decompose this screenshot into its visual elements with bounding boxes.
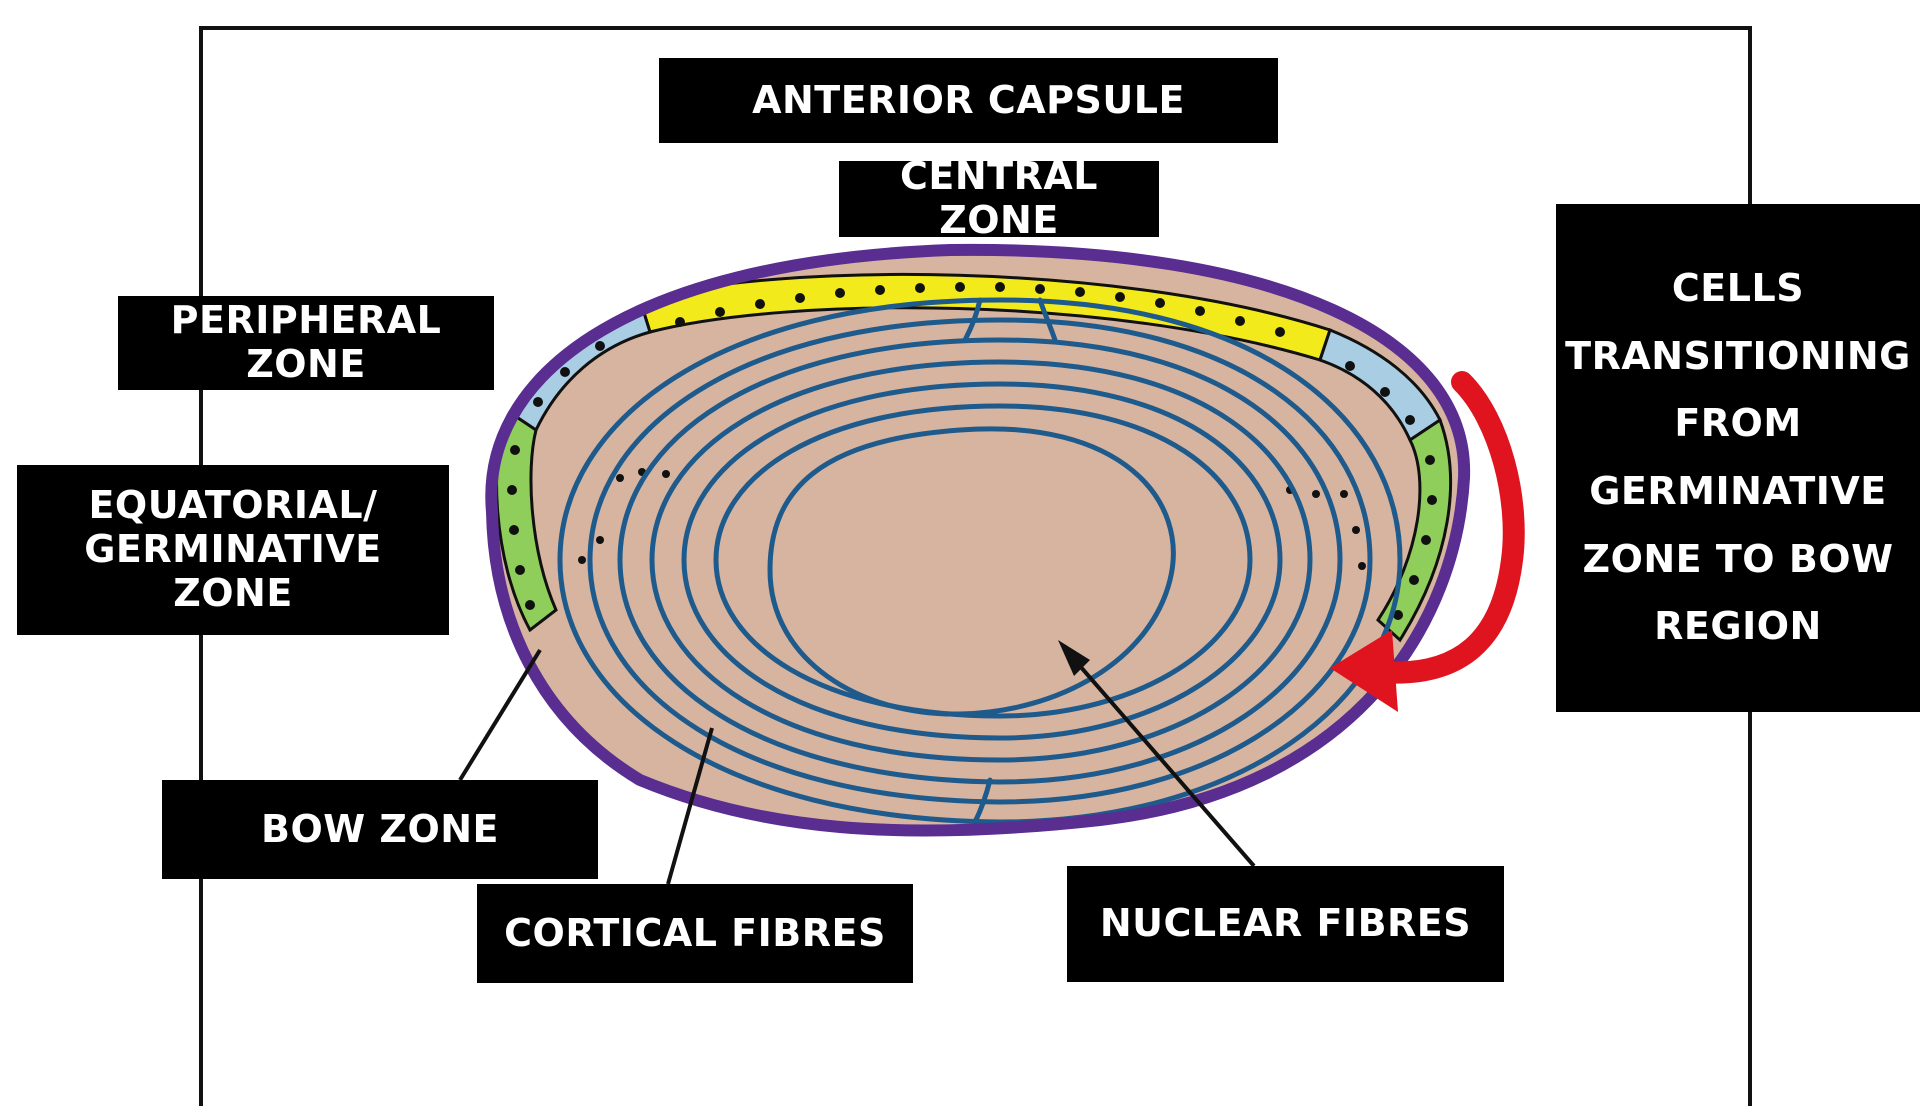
cortical-fibres-pointer bbox=[666, 727, 714, 885]
label-peripheral-zone: PERIPHERAL ZONE bbox=[118, 296, 494, 390]
label-bow-zone: BOW ZONE bbox=[162, 780, 598, 879]
label-cells-transitioning: CELLS TRANSITIONING FROM GERMINATIVE ZON… bbox=[1556, 204, 1920, 712]
nuclear-fibres-pointer-head bbox=[1058, 640, 1090, 676]
transition-arrow bbox=[1330, 371, 1525, 712]
label-anterior-capsule: ANTERIOR CAPSULE bbox=[659, 58, 1278, 143]
nuclear-fibres-pointer bbox=[1064, 648, 1256, 868]
lens-capsule bbox=[485, 243, 1471, 837]
label-cortical-fibres: CORTICAL FIBRES bbox=[477, 884, 913, 983]
epithelial-cell-nuclei bbox=[507, 282, 1437, 620]
lens-diagram bbox=[458, 243, 1525, 885]
label-nuclear-fibres: NUCLEAR FIBRES bbox=[1067, 866, 1504, 982]
bow-zone-pointer bbox=[458, 648, 542, 782]
label-equatorial-zone: EQUATORIAL/ GERMINATIVE ZONE bbox=[17, 465, 449, 635]
label-central-zone: CENTRAL ZONE bbox=[839, 154, 1159, 242]
cortical-fibres-lines bbox=[557, 297, 1403, 825]
nuclear-fibres-outline bbox=[767, 426, 1176, 717]
pointer-lines bbox=[458, 640, 1256, 885]
germinative-zone-cells-right bbox=[1376, 417, 1453, 643]
